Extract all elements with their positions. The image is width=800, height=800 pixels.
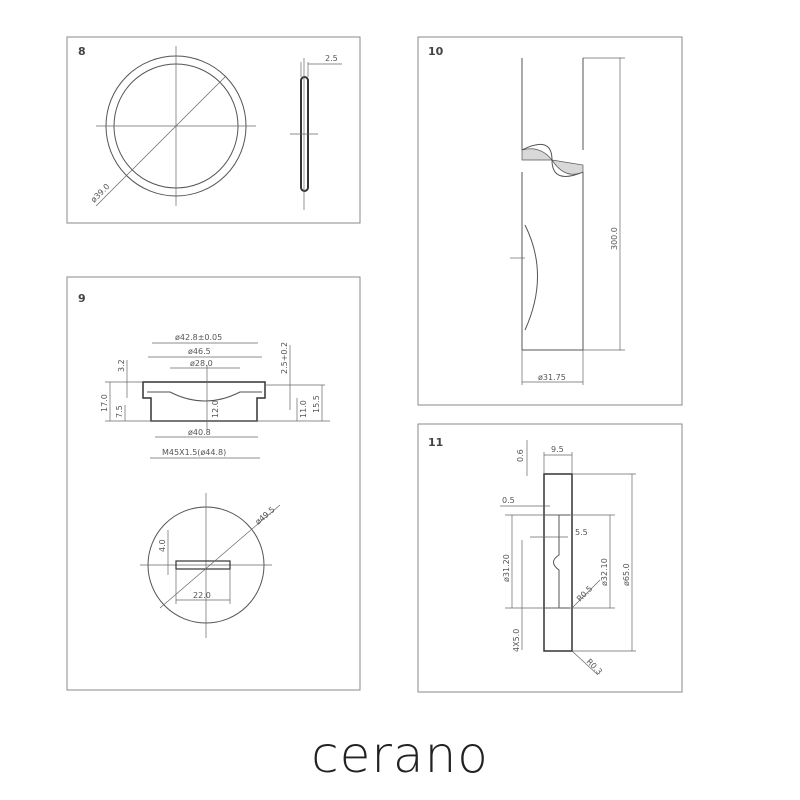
panel-number: 8	[78, 45, 86, 58]
panel-11-disc: 11 9.5 0.6 0.5 ø31.20 5.5 ø32.10 ø65.0 R…	[417, 423, 683, 693]
dim-label: 0.6	[516, 449, 525, 462]
panel-8-frame	[66, 36, 361, 224]
dim-label: M45X1.5(ø44.8)	[162, 448, 226, 457]
panel-10-frame	[417, 36, 683, 406]
dim-label: 5.5	[575, 528, 588, 537]
panel-8-oring: 8 ø39.0 2.5	[66, 36, 361, 224]
dim-label: 4X5.0	[512, 629, 521, 652]
dim-label: ø49.5	[254, 505, 277, 526]
dim-label: 4.0	[158, 539, 167, 552]
dim-label: 2.5	[325, 54, 338, 63]
panel-10-tube: 10 300.0 ø31.75	[417, 36, 683, 406]
dim-label: ø31.75	[538, 373, 566, 382]
panel-11-frame	[417, 423, 683, 693]
dim-label: 3.2	[117, 359, 126, 372]
dim-label: ø42.8±0.05	[175, 333, 222, 342]
dim-label: R0.5	[575, 584, 594, 603]
panel-9-frame	[66, 276, 361, 691]
dim-label: 22.0	[193, 591, 211, 600]
dim-label: ø39.0	[89, 182, 111, 204]
dim-label: 15.5	[312, 395, 321, 413]
dim-label: 17.0	[100, 394, 109, 412]
dim-label: 300.0	[610, 227, 619, 250]
dim-label: 12.0	[211, 400, 220, 418]
panel-number: 10	[428, 45, 444, 58]
dim-label: 2.5+0.2	[280, 342, 289, 374]
dim-label: ø46.5	[188, 347, 211, 356]
dim-label: ø31.20	[502, 554, 511, 582]
dim-label: 9.5	[551, 445, 564, 454]
dim-label: 11.0	[299, 400, 308, 418]
dim-label: ø28.0	[190, 359, 213, 368]
dim-label: ø40.8	[188, 428, 211, 437]
dim-label: 7.5	[115, 405, 124, 418]
panel-number: 9	[78, 292, 86, 305]
dim-label: R0.3	[585, 657, 604, 676]
dim-label: ø32.10	[600, 558, 609, 586]
brand-logo: cerano	[311, 726, 489, 784]
panel-number: 11	[428, 436, 443, 449]
dim-label: ø65.0	[622, 563, 631, 586]
panel-9-cap: 9 ø42.8±0.05 ø46.5 ø28.0 ø40.8 M45X1.5(ø…	[66, 276, 361, 691]
dim-label: 0.5	[502, 496, 515, 505]
